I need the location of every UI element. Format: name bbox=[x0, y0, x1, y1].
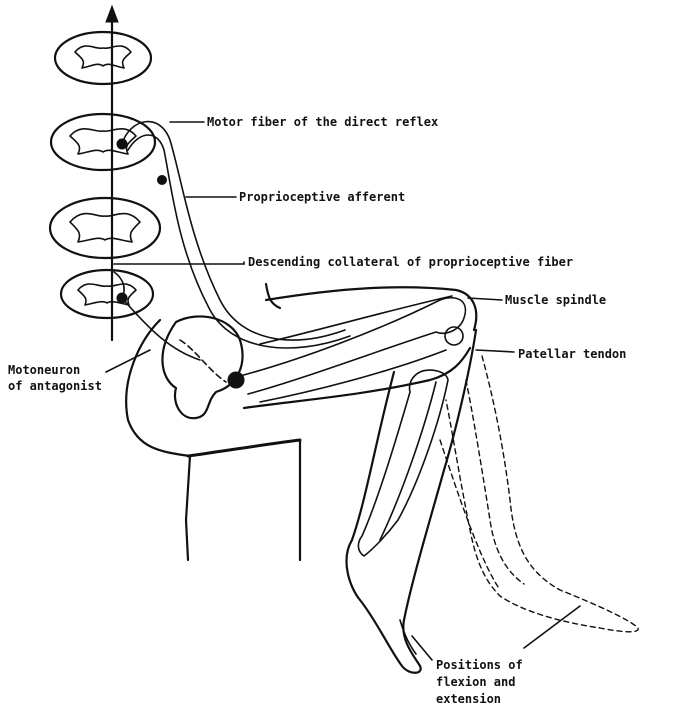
label-muscle-spindle: Muscle spindle bbox=[505, 293, 606, 307]
spinal-cord-section-1 bbox=[55, 32, 151, 84]
label-motor-fiber: Motor fiber of the direct reflex bbox=[207, 115, 438, 129]
label-descending-collateral: Descending collateral of proprioceptive … bbox=[248, 255, 573, 269]
spinal-cord-section-4 bbox=[61, 270, 153, 318]
label-proprioceptive-afferent: Proprioceptive afferent bbox=[239, 190, 405, 204]
spinal-cord-section-2 bbox=[51, 114, 155, 170]
label-motoneuron-line2: of antagonist bbox=[8, 379, 102, 393]
label-positions-line1: Positions of bbox=[436, 658, 523, 672]
nerve-fibers bbox=[114, 122, 350, 360]
label-patellar-tendon: Patellar tendon bbox=[518, 347, 626, 361]
spinal-cord-section-3 bbox=[50, 198, 160, 258]
body-outline bbox=[126, 284, 300, 560]
spinal-axis-arrow bbox=[106, 6, 118, 340]
pelvis-bone bbox=[162, 316, 244, 418]
lower-leg bbox=[347, 330, 476, 673]
label-motoneuron-line1: Motoneuron bbox=[8, 363, 80, 377]
label-positions-line2: flexion and bbox=[436, 675, 515, 689]
extension-position-outline bbox=[440, 356, 638, 632]
label-positions-line3: extension bbox=[436, 692, 501, 706]
